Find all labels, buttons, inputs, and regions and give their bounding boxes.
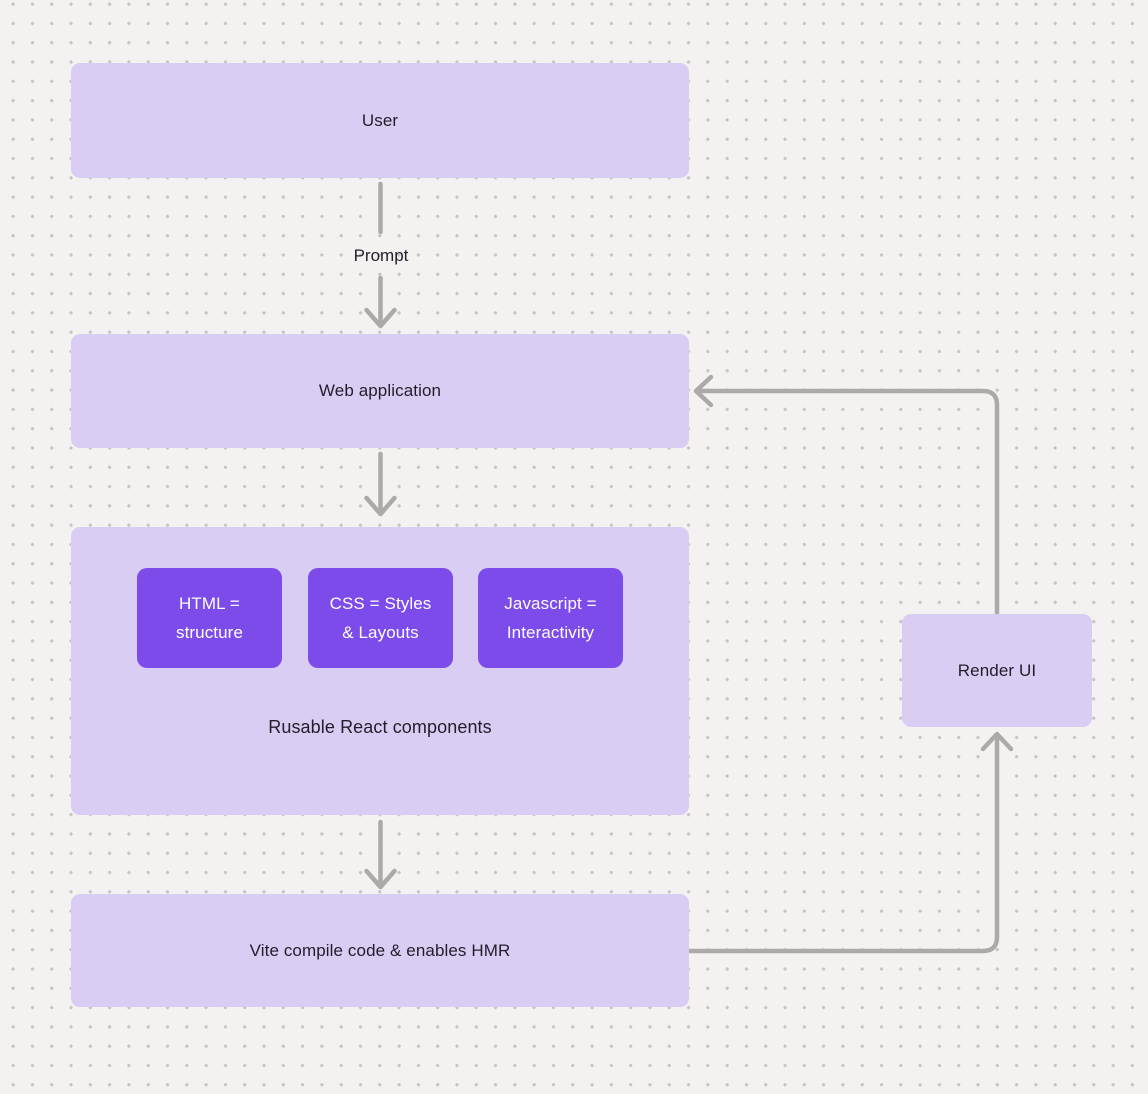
node-web-application[interactable]: Web application xyxy=(71,334,689,448)
node-vite[interactable]: Vite compile code & enables HMR xyxy=(71,894,689,1007)
arrowhead-down-into-components xyxy=(364,495,397,517)
node-render-ui-label: Render UI xyxy=(957,660,1037,680)
chip-html-line-2: structure xyxy=(175,623,244,642)
chip-css[interactable]: CSS = Styles & Layouts xyxy=(308,568,453,668)
chip-html[interactable]: HTML = structure xyxy=(137,568,282,668)
chip-css-line-1: CSS = Styles xyxy=(329,594,432,613)
node-user[interactable]: User xyxy=(71,63,689,178)
chip-javascript-line-2: Interactivity xyxy=(506,623,595,642)
edge-label-prompt[interactable]: Prompt xyxy=(353,246,409,265)
node-components-group[interactable]: HTML = structure CSS = Styles & Layouts … xyxy=(71,527,689,815)
edge-renderui-to-webapp[interactable] xyxy=(698,388,1000,616)
arrowhead-left-into-webapp xyxy=(693,374,714,408)
chip-html-line-1: HTML = xyxy=(179,594,240,613)
chip-javascript[interactable]: Javascript = Interactivity xyxy=(478,568,623,668)
connector-group xyxy=(364,181,1014,954)
components-group-label: Rusable React components xyxy=(268,717,492,737)
node-web-application-label: Web application xyxy=(318,381,442,400)
chip-css-line-2: & Layouts xyxy=(342,623,419,642)
chip-javascript-line-1: Javascript = xyxy=(504,594,597,613)
node-user-label: User xyxy=(361,110,399,130)
arrowhead-up-into-renderui xyxy=(980,731,1014,752)
node-vite-label: Vite compile code & enables HMR xyxy=(249,940,511,960)
edge-vite-to-renderui[interactable] xyxy=(687,737,1000,954)
node-render-ui[interactable]: Render UI xyxy=(902,614,1092,727)
arrowhead-down-into-webapp xyxy=(364,307,397,329)
arrowhead-down-into-vite xyxy=(364,868,397,890)
